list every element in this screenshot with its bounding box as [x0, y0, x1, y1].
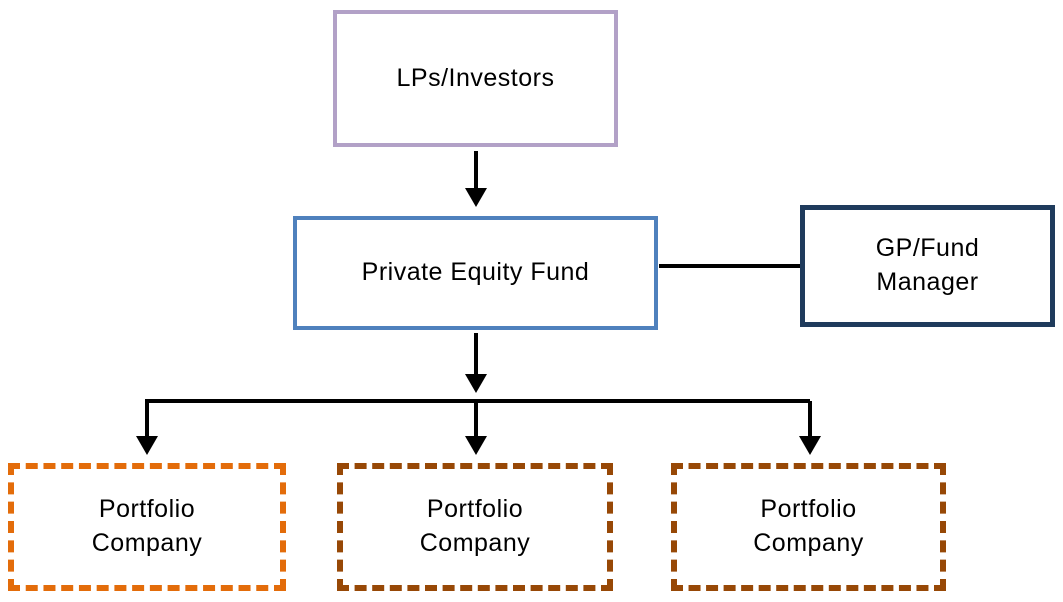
- node-portfolio-company-2: Portfolio Company: [337, 463, 613, 591]
- node-label: GP/Fund Manager: [875, 234, 980, 296]
- node-portfolio-company-1: Portfolio Company: [8, 463, 286, 591]
- arrowhead-fund-to-branch: [465, 374, 487, 393]
- node-label: Portfolio Company: [91, 495, 203, 557]
- node-label: LPs/Investors: [396, 63, 555, 92]
- arrowhead-portfolio-2: [465, 436, 487, 455]
- node-label: Portfolio Company: [419, 495, 531, 557]
- arrowhead-portfolio-1: [136, 436, 158, 455]
- node-private-equity-fund: Private Equity Fund: [293, 216, 658, 330]
- node-label: Portfolio Company: [753, 495, 864, 557]
- arrowhead-lps-to-fund: [465, 188, 487, 207]
- node-portfolio-company-3: Portfolio Company: [671, 463, 946, 591]
- node-lps-investors: LPs/Investors: [333, 10, 618, 147]
- node-label: Private Equity Fund: [361, 258, 590, 287]
- arrowhead-portfolio-3: [799, 436, 821, 455]
- node-gp-fund-manager: GP/Fund Manager: [800, 205, 1055, 327]
